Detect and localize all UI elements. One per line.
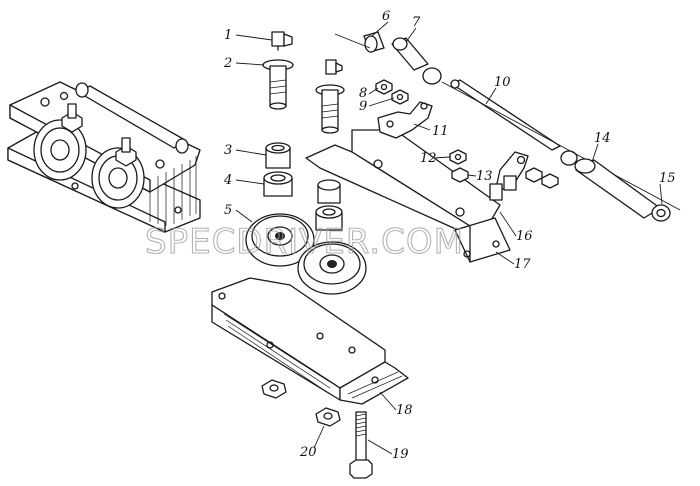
eye-link <box>489 151 559 201</box>
loose-nut <box>261 379 287 399</box>
part-4-bushing <box>263 171 293 197</box>
callout-19: 19 <box>392 447 409 462</box>
pulley-right <box>297 241 367 295</box>
part-20-nut <box>315 407 341 427</box>
part-18-base-plate <box>211 277 409 405</box>
bushing-pair-center <box>315 179 343 231</box>
callout-18: 18 <box>396 403 413 418</box>
callout-10: 10 <box>494 75 511 90</box>
callout-4: 4 <box>223 173 232 188</box>
part-7-tube <box>391 37 442 85</box>
part-8-nut <box>375 79 393 95</box>
assembled-roller-unit <box>7 81 201 233</box>
part-2-pin <box>262 59 294 110</box>
part-1-grease-fitting <box>271 31 293 51</box>
part-10-rod <box>450 79 578 166</box>
callout-9: 9 <box>359 99 367 114</box>
callout-20: 20 <box>299 445 317 460</box>
callout-11: 11 <box>432 124 449 139</box>
callout-5: 5 <box>224 203 232 218</box>
callout-labels: 1 2 3 4 5 6 7 8 9 10 11 12 13 14 15 16 1… <box>223 9 676 462</box>
part-14-tube <box>574 158 661 219</box>
callout-leaders <box>235 21 663 455</box>
part-5-pulley-left <box>245 213 315 267</box>
part-13-nut <box>451 167 469 183</box>
callout-12: 12 <box>420 151 437 166</box>
part-12-nut <box>449 149 467 165</box>
second-pin <box>315 59 345 134</box>
part-15-cap <box>651 204 671 222</box>
callout-8: 8 <box>359 86 367 101</box>
callout-16: 16 <box>516 229 533 244</box>
callout-7: 7 <box>412 15 421 30</box>
part-11-lever <box>377 101 433 139</box>
part-9-nut <box>391 89 409 105</box>
watermark: SPECDRIVER.COM <box>145 222 464 262</box>
callout-14: 14 <box>594 131 611 146</box>
callout-15: 15 <box>659 171 676 186</box>
callout-3: 3 <box>224 143 232 158</box>
callout-17: 17 <box>514 257 531 272</box>
part-3-bushing <box>265 142 291 169</box>
callout-1: 1 <box>224 28 232 43</box>
callout-13: 13 <box>476 169 493 184</box>
part-6-sleeve <box>363 31 385 53</box>
callout-2: 2 <box>223 56 232 71</box>
callout-6: 6 <box>382 9 390 24</box>
part-17-bracket <box>305 129 511 263</box>
part-19-bolt <box>349 411 373 479</box>
